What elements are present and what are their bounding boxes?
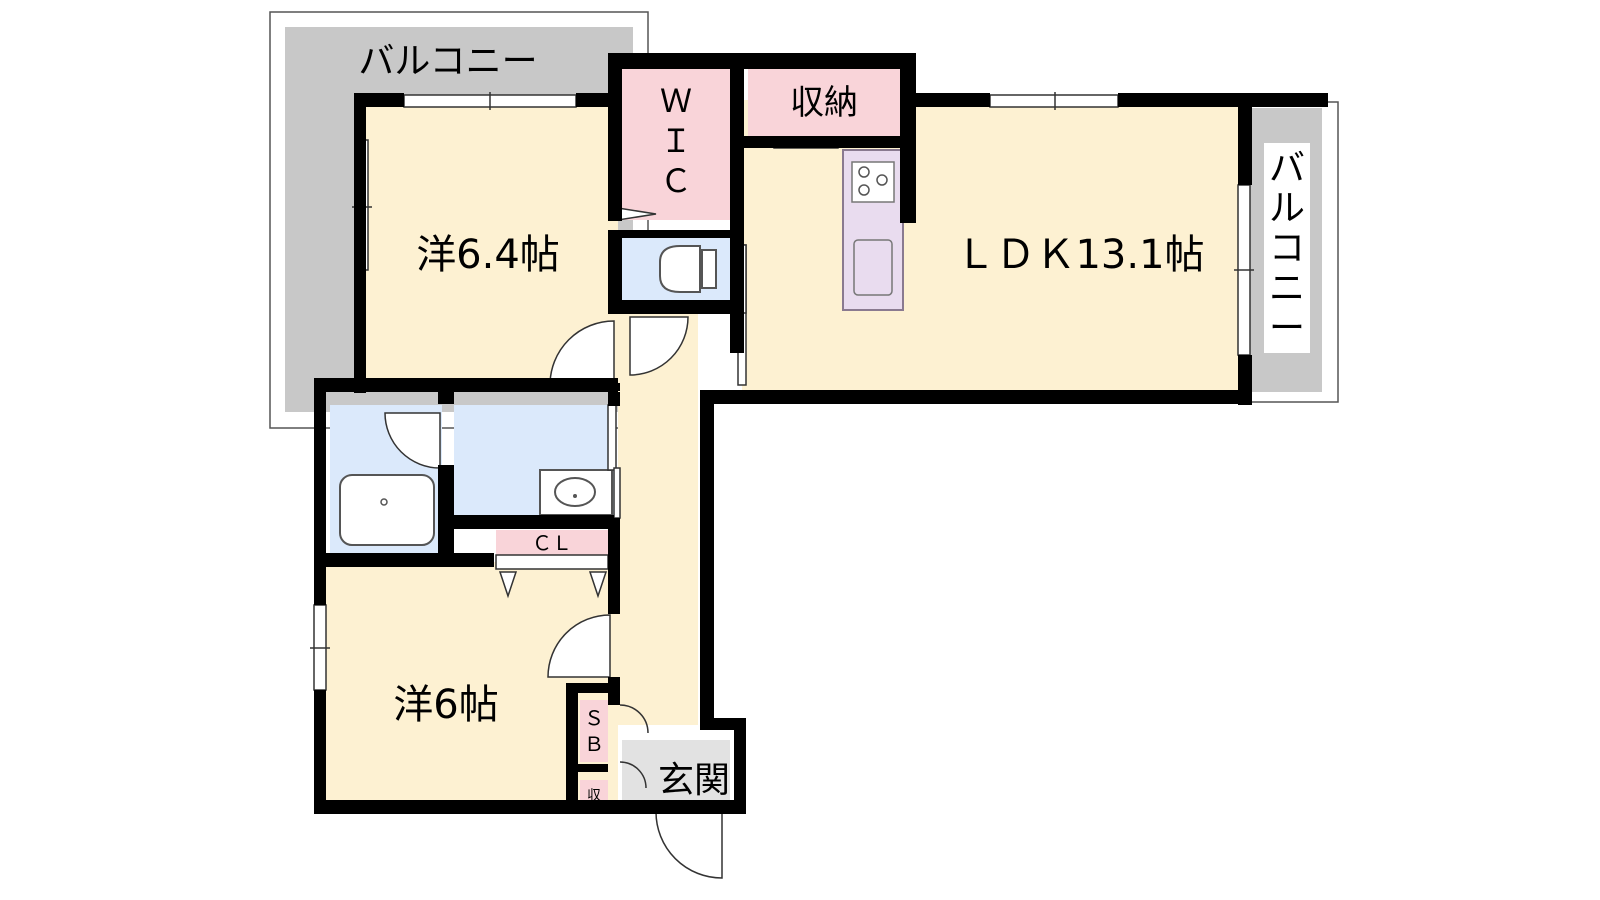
room-closet bbox=[496, 530, 608, 555]
closet-label: ＣＬ bbox=[532, 531, 572, 555]
svg-text:コ: コ bbox=[1269, 228, 1305, 269]
svg-text:ル: ル bbox=[1269, 188, 1305, 229]
western-1-label: 洋6.4帖 bbox=[416, 232, 560, 278]
svg-text:Ｂ: Ｂ bbox=[584, 732, 604, 756]
room-entrance bbox=[622, 740, 730, 806]
balcony-top-label: バルコニー bbox=[358, 41, 537, 82]
room-storage bbox=[748, 68, 900, 136]
western-2-label: 洋6帖 bbox=[393, 682, 498, 728]
ldk-label: ＬＤＫ13.1帖 bbox=[955, 232, 1204, 278]
walls bbox=[314, 53, 1328, 814]
wic-label: Ｗ Ｉ Ｃ bbox=[660, 82, 692, 200]
washbasin-fixture bbox=[539, 469, 613, 516]
svg-text:ー: ー bbox=[1269, 308, 1305, 349]
room-wic bbox=[618, 68, 730, 220]
svg-text:Ｓ: Ｓ bbox=[584, 706, 604, 730]
bathtub-fixture bbox=[339, 474, 435, 546]
svg-text:Ｃ: Ｃ bbox=[660, 162, 692, 200]
kitchen-counter bbox=[842, 149, 904, 311]
svg-text:Ｗ: Ｗ bbox=[660, 82, 692, 120]
toilet-fixture bbox=[659, 245, 717, 293]
storage-label: 収納 bbox=[790, 83, 858, 123]
svg-text:ニ: ニ bbox=[1269, 268, 1305, 309]
svg-text:バ: バ bbox=[1269, 148, 1305, 189]
entrance-label: 玄関 bbox=[658, 760, 730, 801]
balcony-side-label: バ ル コ ニ ー bbox=[1264, 143, 1310, 353]
shoe-box-label: Ｓ Ｂ bbox=[584, 706, 604, 756]
storage-small-label: 収 bbox=[587, 788, 601, 804]
room-shoe-box bbox=[580, 700, 608, 762]
svg-text:Ｉ: Ｉ bbox=[660, 122, 692, 160]
